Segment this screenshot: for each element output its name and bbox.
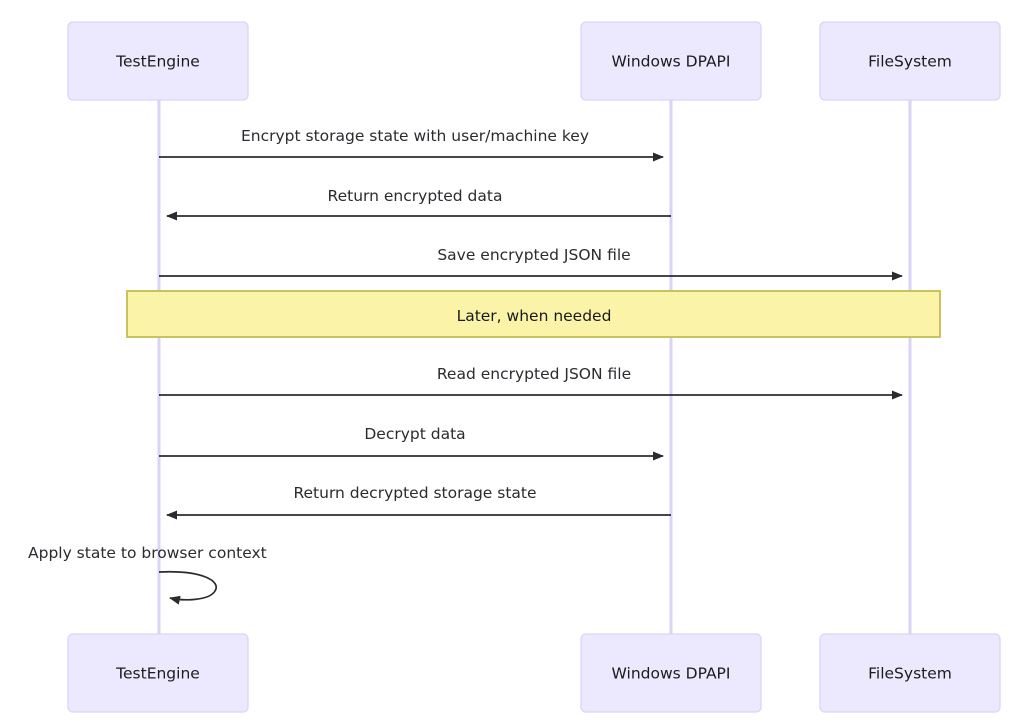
- participant-label-filesystem-top: FileSystem: [868, 53, 952, 71]
- participant-label-dpapi-top: Windows DPAPI: [612, 53, 731, 71]
- note-group: Later, when needed: [126, 290, 941, 338]
- participant-boxes-bottom: TestEngine Windows DPAPI FileSystem: [67, 633, 1001, 713]
- message-7-label: Apply state to browser context: [28, 544, 267, 562]
- message-4-label: Read encrypted JSON file: [437, 365, 631, 383]
- participant-box-testengine-top[interactable]: [67, 21, 249, 101]
- message-1-label: Encrypt storage state with user/machine …: [241, 127, 589, 145]
- message-7-self-loop-arrow[interactable]: [158, 570, 218, 605]
- message-3-label: Save encrypted JSON file: [437, 246, 630, 264]
- lifelines-group: [157, 100, 912, 634]
- participant-box-filesystem-top[interactable]: [819, 21, 1001, 101]
- message-3-group: Save encrypted JSON file: [159, 246, 903, 281]
- message-1-group: Encrypt storage state with user/machine …: [159, 127, 664, 162]
- message-2-label: Return encrypted data: [328, 187, 503, 205]
- participant-box-filesystem-bottom[interactable]: [819, 633, 1001, 713]
- message-6-group: Return decrypted storage state: [166, 484, 671, 520]
- participant-box-testengine-bottom[interactable]: [67, 633, 249, 713]
- participant-label-testengine-bottom: TestEngine: [115, 665, 200, 683]
- message-5-label: Decrypt data: [364, 425, 465, 443]
- participant-box-dpapi-top[interactable]: [580, 21, 762, 101]
- message-2-group: Return encrypted data: [166, 187, 671, 221]
- message-4-group: Read encrypted JSON file: [159, 365, 903, 400]
- participant-label-dpapi-bottom: Windows DPAPI: [612, 665, 731, 683]
- participant-label-testengine-top: TestEngine: [115, 53, 200, 71]
- note-box-later-when-needed[interactable]: [126, 290, 941, 338]
- participant-boxes-top: TestEngine Windows DPAPI FileSystem: [67, 21, 1001, 101]
- message-7-group: Apply state to browser context: [28, 544, 267, 605]
- participant-label-filesystem-bottom: FileSystem: [868, 665, 952, 683]
- message-6-label: Return decrypted storage state: [293, 484, 536, 502]
- message-5-group: Decrypt data: [159, 425, 664, 461]
- note-label: Later, when needed: [457, 307, 612, 325]
- participant-box-dpapi-bottom[interactable]: [580, 633, 762, 713]
